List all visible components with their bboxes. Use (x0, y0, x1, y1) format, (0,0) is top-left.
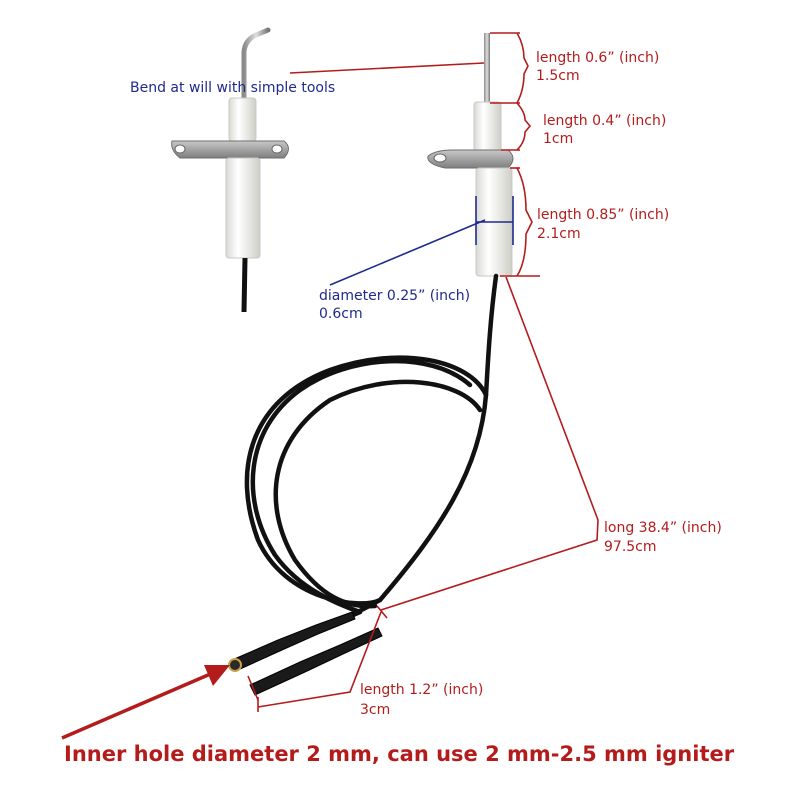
tip-length-inch-label: length 0.6” (inch) (536, 50, 660, 66)
left-wire-stub (241, 257, 248, 313)
lower-ceramic-inch-label: length 0.85” (inch) (537, 207, 670, 223)
right-electrode (427, 33, 514, 277)
upper-ceramic-inch-label: length 0.4” (inch) (543, 113, 667, 129)
connector-length-bracket (257, 611, 382, 708)
right-upper-ceramic (473, 101, 502, 153)
lower-ceramic-brace (516, 167, 533, 277)
tip-length-brace (516, 32, 529, 104)
wire-length-inch-label: long 38.4” (inch) (604, 520, 722, 536)
inner-hole-arrow-shaft (61, 670, 216, 740)
bend-pointer-line (289, 62, 485, 74)
wire-length-cm-label: 97.5cm (604, 539, 657, 555)
bend-note-label: Bend at will with simple tools (130, 80, 336, 96)
tip-length-cm-label: 1.5cm (536, 68, 580, 84)
connector-upper (231, 611, 356, 671)
inner-hole-note: Inner hole diameter 2 mm, can use 2 mm-2… (64, 742, 735, 766)
right-tip-rod (484, 33, 490, 108)
coiled-wire (244, 273, 499, 651)
inner-hole-arrow-head (204, 665, 230, 686)
connector-lower (249, 627, 383, 696)
connector-length-cm-label: 3cm (360, 702, 391, 718)
left-lower-ceramic (225, 157, 261, 259)
left-mounting-flange (171, 140, 289, 159)
blue-annotations (329, 196, 514, 286)
diameter-inch-label: diameter 0.25” (inch) (319, 288, 471, 304)
connector-inner-hole (228, 658, 242, 672)
red-annotations (61, 32, 599, 740)
connector-length-inch-label: length 1.2” (inch) (360, 682, 484, 698)
lower-ceramic-cm-label: 2.1cm (537, 226, 581, 242)
wire-connectors (228, 611, 383, 696)
left-bent-rod (241, 27, 271, 108)
upper-ceramic-brace (516, 102, 532, 151)
left-electrode (171, 27, 289, 313)
diameter-pointer-line (329, 219, 486, 286)
upper-ceramic-cm-label: 1cm (543, 131, 574, 147)
wire-length-bracket (380, 276, 599, 611)
left-upper-ceramic (228, 97, 257, 142)
right-mounting-flange (427, 149, 514, 169)
diameter-cm-label: 0.6cm (319, 306, 363, 322)
